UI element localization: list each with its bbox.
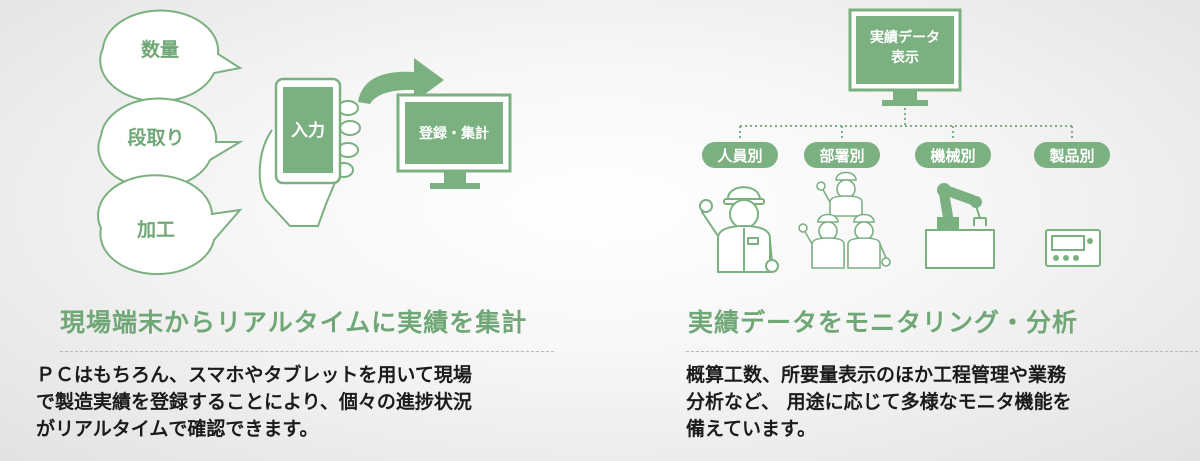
category-personnel: 人員別 xyxy=(702,142,778,168)
phone-input-label: 入力 xyxy=(291,120,325,141)
robot-arm-icon xyxy=(925,183,995,269)
bubble-machining-label: 加工 xyxy=(136,219,175,241)
bubble-quantity-label: 数量 xyxy=(141,38,179,61)
left-description: ＰＣはもちろん、スマホやタブレットを用いて現場 で製造実績を登録することにより、… xyxy=(36,362,472,443)
monitor-display-label-line1: 実績データ xyxy=(870,29,940,46)
right-description-line: 備えています。 xyxy=(686,418,817,440)
right-divider xyxy=(686,351,1198,352)
category-machine: 機械別 xyxy=(915,142,991,168)
left-description-line: で製造実績を登録することにより、個々の進捗状況 xyxy=(36,391,472,413)
right-description: 概算工数、所要量表示のほか工程管理や業務 分析など、 用途に応じて多様なモニタ機… xyxy=(686,362,1072,443)
connector-lines xyxy=(739,108,1073,140)
left-description-line: がリアルタイムで確認できます。 xyxy=(36,418,319,440)
monitor-display-label-line2: 表示 xyxy=(890,49,919,66)
arrow-icon xyxy=(358,58,444,104)
left-description-line: ＰＣはもちろん、スマホやタブレットを用いて現場 xyxy=(36,364,472,386)
right-heading: 実績データをモニタリング・分析 xyxy=(688,308,1079,337)
category-label: 人員別 xyxy=(717,147,762,165)
left-divider xyxy=(60,351,554,352)
category-label: 機械別 xyxy=(930,147,975,165)
bubble-machining: 加工 xyxy=(97,174,243,276)
right-description-line: 概算工数、所要量表示のほか工程管理や業務 xyxy=(686,364,1067,386)
bubble-quantity: 数量 xyxy=(99,9,243,103)
monitoring-illustration: 実績データ 表示 人員別 部署別 機械別 製品別 xyxy=(699,8,1110,273)
category-department: 部署別 xyxy=(804,142,880,168)
category-product: 製品別 xyxy=(1034,142,1110,168)
input-illustration: 数量 段取り 加工 入力 xyxy=(97,9,512,276)
worker-icon xyxy=(699,186,779,273)
category-label: 部署別 xyxy=(819,147,864,165)
bubble-setup: 段取り xyxy=(97,97,244,190)
smartphone-icon: 入力 xyxy=(274,77,342,185)
monitor-icon: 登録・集計 xyxy=(396,93,512,189)
left-feature-panel: 数量 段取り 加工 入力 xyxy=(36,9,554,443)
worker-group-icon xyxy=(798,171,891,269)
product-device-icon xyxy=(1045,229,1101,267)
right-feature-panel: 実績データ 表示 人員別 部署別 機械別 製品別 xyxy=(600,0,1200,461)
category-label: 製品別 xyxy=(1048,147,1094,165)
display-monitor-icon: 実績データ 表示 xyxy=(848,8,962,106)
bubble-setup-label: 段取り xyxy=(127,126,184,149)
left-heading: 現場端末からリアルタイムに実績を集計 xyxy=(60,308,528,337)
monitor-register-label: 登録・集計 xyxy=(418,125,489,142)
right-description-line: 分析など、 用途に応じて多様なモニタ機能を xyxy=(686,391,1072,413)
